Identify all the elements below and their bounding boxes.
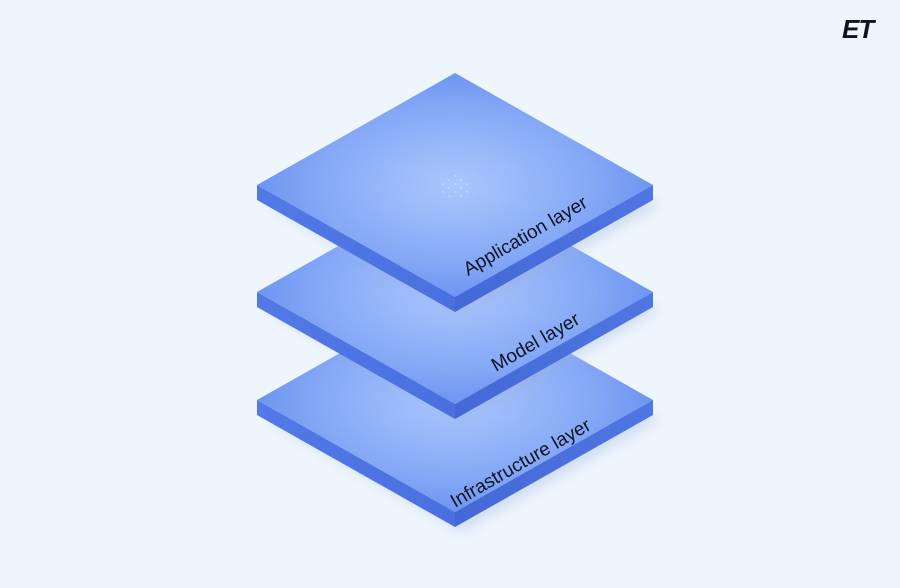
brand-logo: ET	[842, 14, 876, 44]
center-dot-pattern	[442, 175, 468, 197]
application-layer: Application layer	[257, 73, 660, 317]
